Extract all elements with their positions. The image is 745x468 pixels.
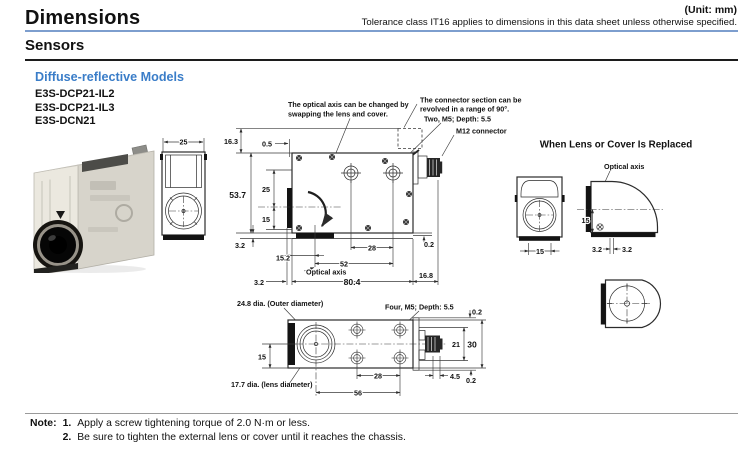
bottom-view-drawing: 24.8 dia. (Outer diameter) Four, M5; Dep…	[230, 298, 486, 399]
dim-21: 21	[452, 340, 460, 349]
page-title: Dimensions	[25, 7, 141, 29]
dim-3-2-v: 3.2	[235, 241, 245, 250]
dim-28-bottom: 28	[374, 372, 382, 381]
dim-16-8: 16.8	[419, 271, 433, 280]
notes-block: Note: 1. Apply a screw tightening torque…	[30, 417, 406, 444]
annotation-outer-diameter: 24.8 dia. (Outer diameter)	[237, 299, 324, 308]
dim-16-3: 16.3	[224, 137, 238, 146]
annotation-connector-note: The connector section can be	[420, 96, 521, 105]
note-number: 2.	[62, 431, 72, 443]
dim-56: 56	[354, 389, 362, 398]
model-name: E3S-DCP21-IL3	[35, 101, 115, 114]
front-view-drawing: 25	[160, 137, 207, 240]
replaced-title: When Lens or Cover Is Replaced	[540, 140, 692, 151]
dim-4-5: 4.5	[450, 372, 460, 381]
unit-label: (Unit: mm)	[684, 4, 738, 16]
header-rule	[25, 30, 738, 32]
dim-15-bottom: 15	[258, 353, 266, 362]
model-list: Diffuse-reflective Models E3S-DCP21-IL2 …	[35, 70, 184, 129]
model-list-heading: Diffuse-reflective Models	[35, 70, 185, 84]
dim-15: 15	[262, 215, 270, 224]
dim-0-5: 0.5	[262, 140, 272, 149]
dim-28: 28	[368, 243, 376, 252]
dim-15-2: 15.2	[276, 254, 290, 263]
dim-replaced-side-15: 15	[582, 216, 590, 225]
notes-rule	[25, 413, 738, 414]
note-number: 1.	[62, 418, 72, 429]
model-name: E3S-DCN21	[35, 115, 96, 127]
dim-0-2-top: 0.2	[472, 308, 482, 317]
annotation-connector-note: revolved in a range of 90°.	[420, 105, 509, 114]
note-text: Apply a screw tightening torque of 2.0 N…	[77, 418, 310, 429]
section-rule	[25, 59, 738, 61]
optical-axis-label-right: Optical axis	[604, 162, 644, 171]
annotation-four-m5: Four, M5; Depth: 5.5	[385, 303, 454, 312]
note-text: Be sure to tighten the external lens or …	[77, 431, 406, 443]
dim-80-4: 80.4	[344, 277, 361, 287]
tolerance-note: Tolerance class IT16 applies to dimensio…	[361, 17, 737, 28]
dim-52: 52	[340, 259, 348, 268]
dim-replaced-front-15: 15	[536, 247, 544, 256]
dim-53-7: 53.7	[229, 190, 246, 200]
dim-replaced-3-2-a: 3.2	[592, 245, 602, 254]
annotation-optical-axis-note: The optical axis can be changed by	[288, 100, 409, 109]
dim-0-2-bottom: 0.2	[466, 376, 476, 385]
annotation-optical-axis-note: swapping the lens and cover.	[288, 110, 388, 119]
photo-label-strip	[82, 154, 128, 172]
optical-axis-label: Optical axis	[306, 268, 346, 277]
dim-25: 25	[262, 185, 270, 194]
sensor-photo	[33, 144, 155, 273]
dim-3-2-h: 3.2	[254, 278, 264, 287]
side-view-drawing: The optical axis can be changed by swapp…	[223, 94, 523, 287]
annotation-two-m5: Two, M5; Depth: 5.5	[424, 115, 491, 124]
dim-replaced-3-2-b: 3.2	[622, 245, 632, 254]
dim-0-2: 0.2	[424, 240, 434, 249]
dim-30: 30	[467, 340, 477, 350]
photo-marker-triangle	[56, 211, 65, 219]
dim-front-width: 25	[180, 138, 188, 147]
notes-label: Note:	[30, 418, 57, 429]
replaced-views: When Lens or Cover Is Replaced 15 Optica…	[514, 138, 693, 329]
annotation-m12-connector: M12 connector	[456, 127, 507, 136]
model-name: E3S-DCP21-IL2	[35, 88, 115, 100]
dimension-drawings: 25 The optical axis can be changed by sw…	[160, 94, 693, 399]
section-title: Sensors	[25, 37, 85, 54]
annotation-lens-diameter: 17.7 dia. (lens diameter)	[231, 380, 313, 389]
